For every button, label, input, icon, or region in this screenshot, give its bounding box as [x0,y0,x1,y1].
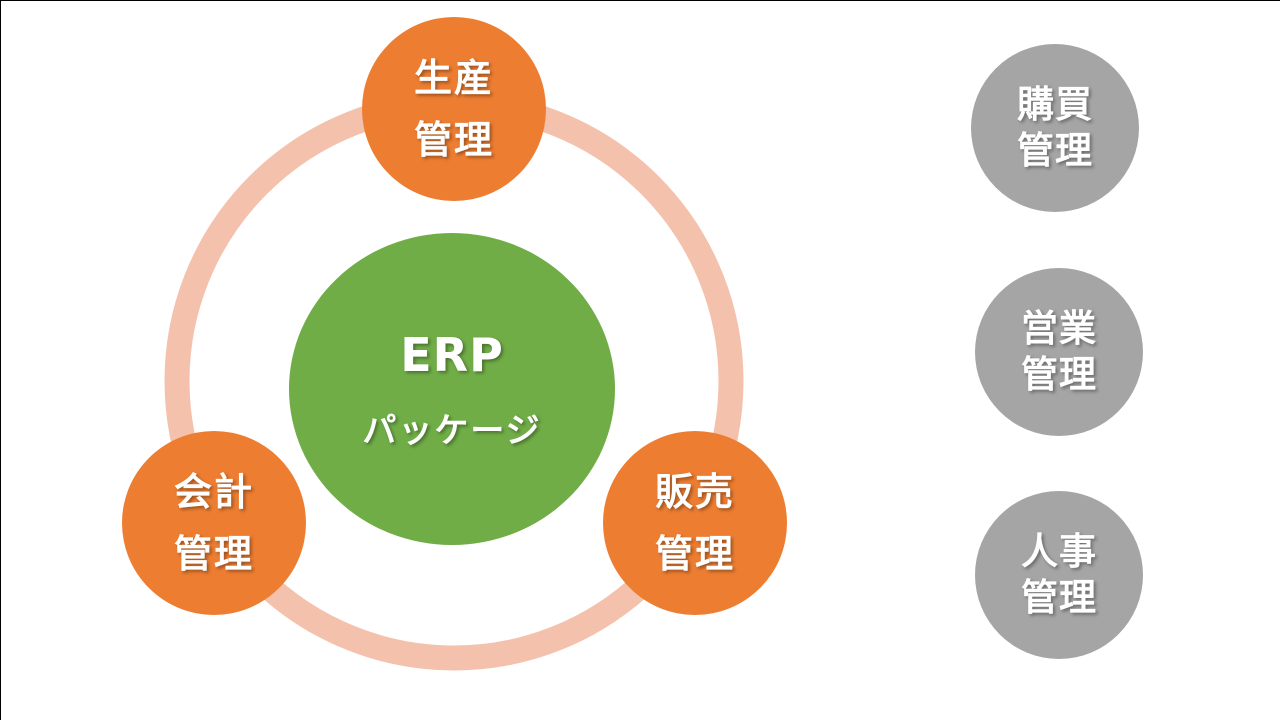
module-purchasing-line2: 管理 [1017,129,1093,172]
module-production-circle: 生産 管理 [362,17,546,201]
module-hr-line2: 管理 [1021,576,1097,619]
module-sales-line1: 販売 [654,470,735,514]
module-production-line1: 生産 [413,56,494,100]
module-hr-line1: 人事 [1021,530,1097,573]
module-sales-line2: 管理 [654,532,735,576]
module-production-line2: 管理 [413,118,494,162]
module-accounting-circle: 会計 管理 [122,431,306,615]
module-purchasing-line1: 購買 [1017,83,1093,126]
module-accounting-line2: 管理 [173,532,254,576]
module-business-line2: 管理 [1021,353,1097,396]
module-hr-circle: 人事 管理 [975,491,1143,659]
module-sales-circle: 販売 管理 [603,431,787,615]
center-subtitle: パッケージ [362,411,542,451]
module-business-circle: 営業 管理 [975,268,1143,436]
module-purchasing-circle: 購買 管理 [971,44,1139,212]
center-title: ERP [400,328,504,382]
module-business-line1: 営業 [1021,307,1097,350]
erp-package-circle: ERP パッケージ [289,233,615,545]
module-accounting-line1: 会計 [173,470,254,514]
